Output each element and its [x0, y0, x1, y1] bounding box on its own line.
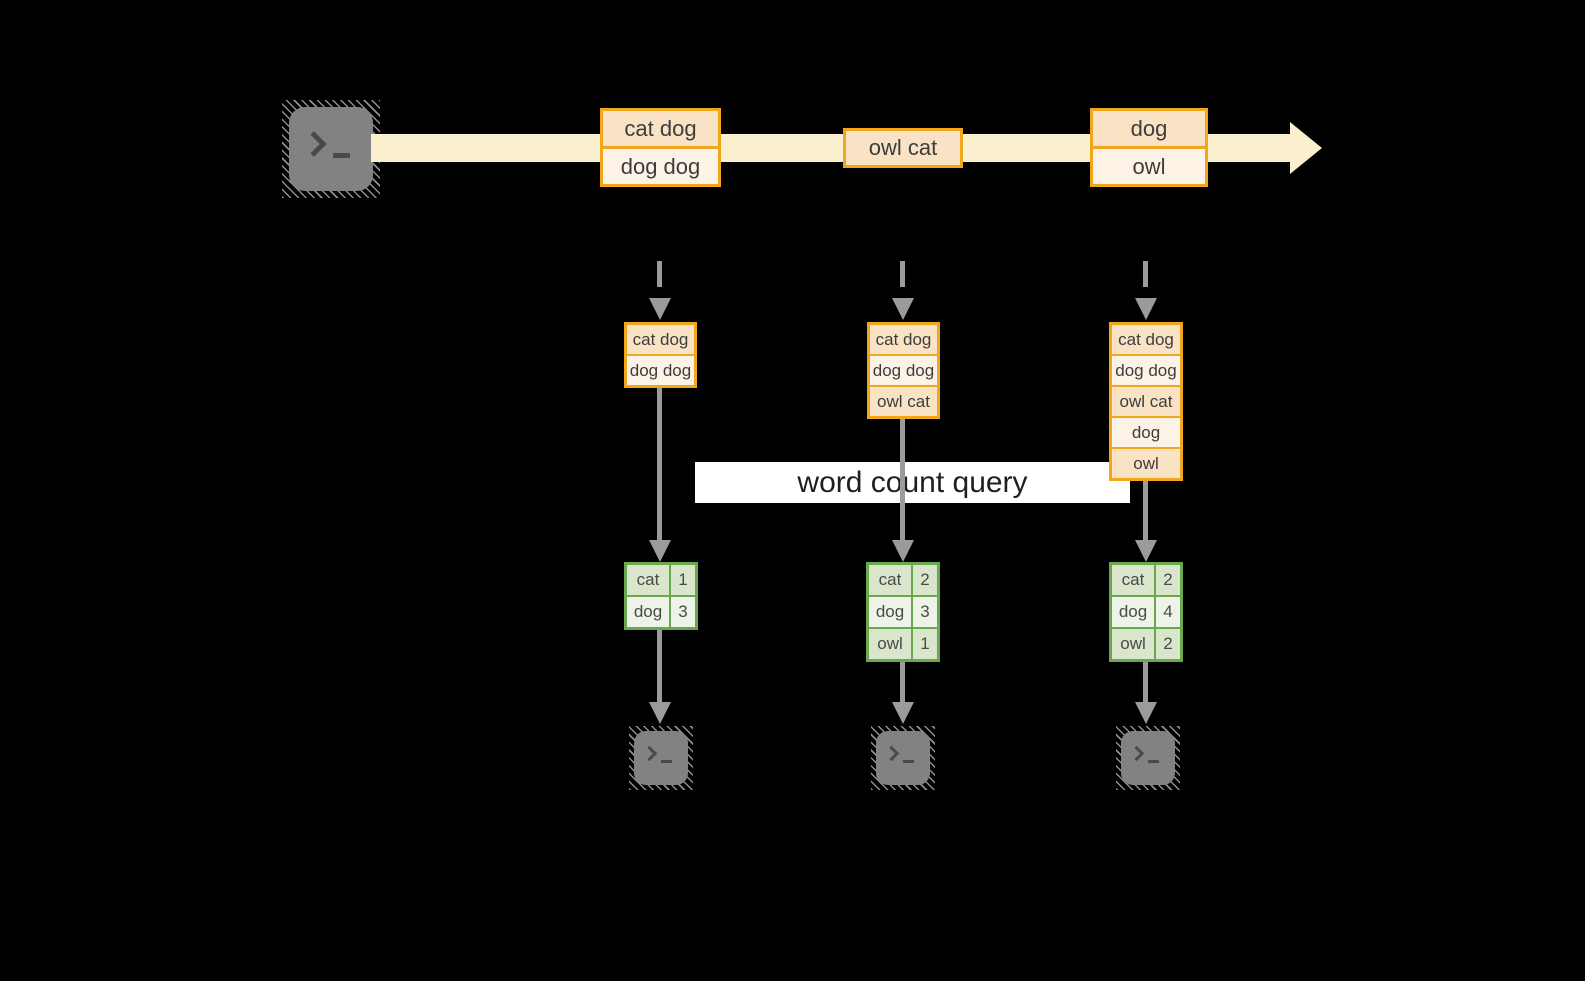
result-table-1: cat 1 dog 3 — [624, 562, 698, 630]
input-row: cat dog — [627, 325, 694, 354]
arrow-line — [1143, 662, 1148, 702]
stream-batch-1: cat dog dog dog — [600, 108, 721, 187]
word-cell: cat — [1112, 565, 1154, 595]
terminal-chevron-icon — [883, 745, 900, 762]
sink-terminal-icon — [1116, 726, 1180, 790]
input-table-2: cat dog dog dog owl cat — [867, 322, 940, 419]
input-table-3: cat dog dog dog owl cat dog owl — [1109, 322, 1183, 481]
stream-arrowhead — [1290, 122, 1322, 174]
arrow-head — [649, 702, 671, 724]
stream-batch-3: dog owl — [1090, 108, 1208, 187]
arrow-head — [892, 540, 914, 562]
dashed-arrow-head — [649, 298, 671, 320]
stream-record: dog dog — [603, 146, 718, 184]
stream-record: owl cat — [846, 131, 960, 165]
count-cell: 3 — [671, 597, 695, 627]
count-cell: 2 — [1156, 565, 1180, 595]
word-cell: cat — [627, 565, 669, 595]
input-row: dog dog — [627, 354, 694, 385]
arrow-head — [649, 540, 671, 562]
input-row: dog — [1112, 416, 1180, 447]
terminal-chevron-icon — [1128, 745, 1145, 762]
count-cell: 1 — [671, 565, 695, 595]
sink-terminal-icon — [629, 726, 693, 790]
terminal-underscore-icon — [903, 760, 914, 763]
stream-record: cat dog — [603, 111, 718, 146]
terminal-chevron-icon — [301, 131, 327, 157]
query-label: word count query — [695, 462, 1130, 503]
input-row: owl — [1112, 447, 1180, 478]
arrow-line — [900, 662, 905, 702]
input-row: cat dog — [870, 325, 937, 354]
stream-record: dog — [1093, 111, 1205, 146]
terminal-underscore-icon — [661, 760, 672, 763]
terminal-window — [876, 731, 930, 785]
arrow-line — [657, 388, 662, 540]
count-cell: 2 — [1156, 629, 1180, 659]
terminal-underscore-icon — [333, 153, 350, 158]
input-table-1: cat dog dog dog — [624, 322, 697, 388]
arrow-head — [1135, 702, 1157, 724]
stream-batch-2: owl cat — [843, 128, 963, 168]
dashed-arrow-head — [892, 298, 914, 320]
terminal-underscore-icon — [1148, 760, 1159, 763]
terminal-window — [289, 107, 373, 191]
count-cell: 1 — [913, 629, 937, 659]
dashed-arrow-head — [1135, 298, 1157, 320]
dashed-arrow-line — [657, 261, 662, 291]
input-row: owl cat — [870, 385, 937, 416]
count-cell: 3 — [913, 597, 937, 627]
word-cell: dog — [627, 597, 669, 627]
terminal-chevron-icon — [641, 745, 658, 762]
arrow-line — [900, 419, 905, 540]
result-table-2: cat 2 dog 3 owl 1 — [866, 562, 940, 662]
arrow-head — [892, 702, 914, 724]
word-cell: owl — [869, 629, 911, 659]
dashed-arrow-line — [900, 261, 905, 291]
input-row: dog dog — [1112, 354, 1180, 385]
arrow-line — [1143, 481, 1148, 540]
sink-terminal-icon — [871, 726, 935, 790]
input-row: owl cat — [1112, 385, 1180, 416]
arrow-head — [1135, 540, 1157, 562]
word-cell: dog — [1112, 597, 1154, 627]
arrow-line — [657, 630, 662, 702]
input-row: dog dog — [870, 354, 937, 385]
input-row: cat dog — [1112, 325, 1180, 354]
result-table-3: cat 2 dog 4 owl 2 — [1109, 562, 1183, 662]
word-cell: cat — [869, 565, 911, 595]
count-cell: 2 — [913, 565, 937, 595]
source-terminal-icon — [282, 100, 380, 198]
dashed-arrow-line — [1143, 261, 1148, 291]
stream-record: owl — [1093, 146, 1205, 184]
word-cell: owl — [1112, 629, 1154, 659]
terminal-window — [634, 731, 688, 785]
word-cell: dog — [869, 597, 911, 627]
count-cell: 4 — [1156, 597, 1180, 627]
terminal-window — [1121, 731, 1175, 785]
